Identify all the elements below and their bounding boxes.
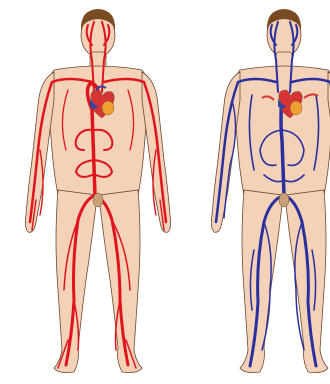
body-silhouette [25, 13, 170, 373]
body-silhouette [211, 13, 330, 373]
pelvis-detail [93, 193, 103, 207]
venous-figure [211, 9, 330, 373]
arterial-figure [25, 9, 170, 373]
pelvis-detail [279, 193, 289, 207]
